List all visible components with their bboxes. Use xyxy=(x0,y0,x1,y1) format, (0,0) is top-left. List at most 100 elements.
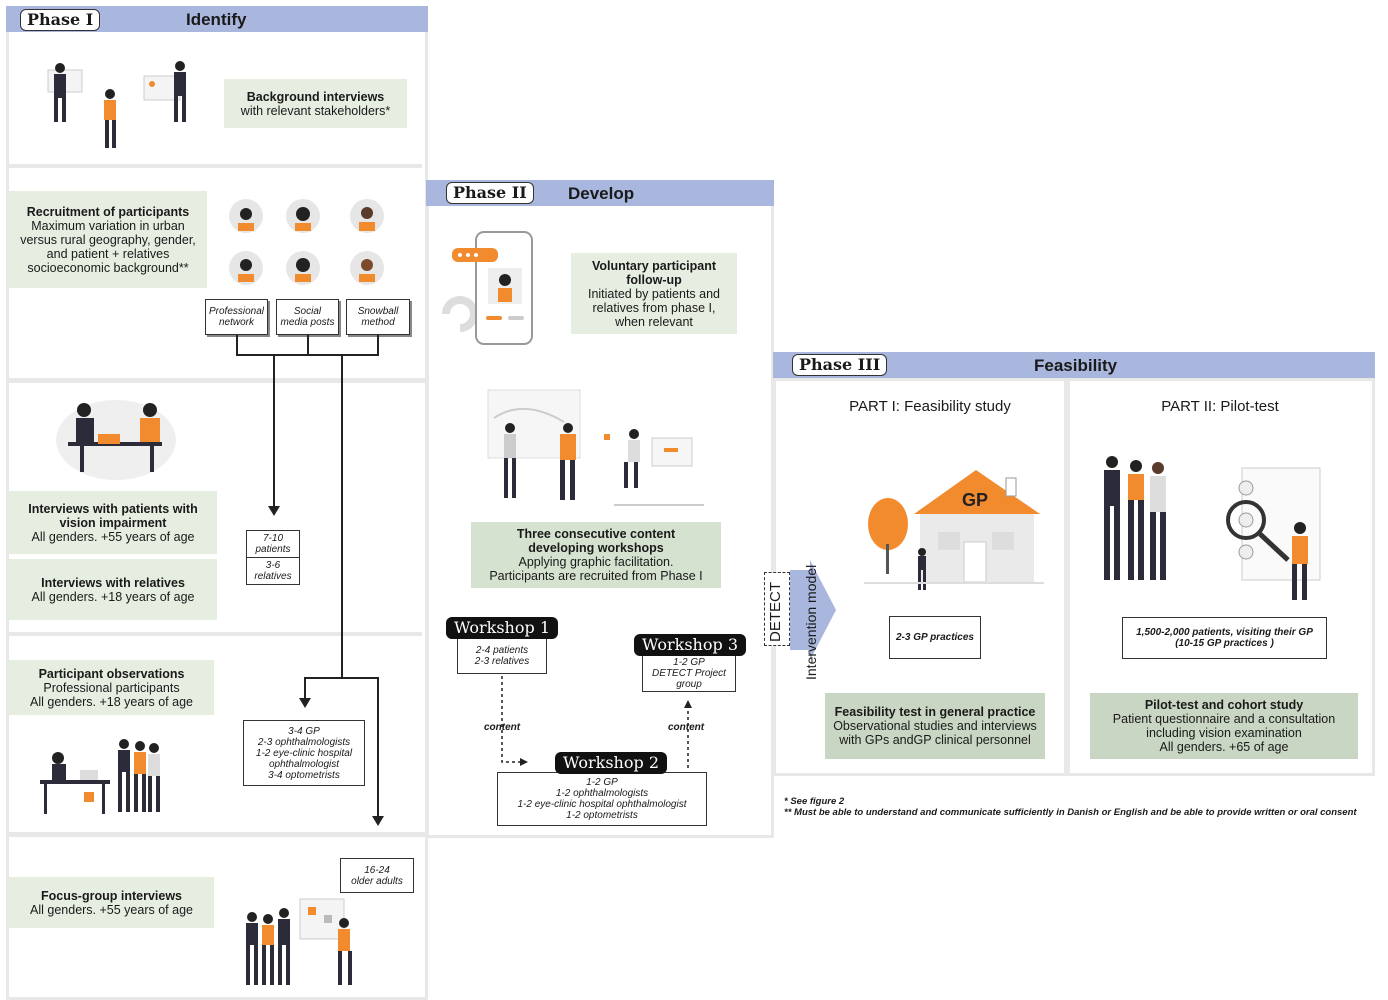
background-interviews-text: with relevant stakeholders* xyxy=(240,103,391,118)
background-interviews-box: Background interviews with relevant stak… xyxy=(224,79,407,128)
workshop2-line: 1-2 GP xyxy=(586,777,618,788)
observations-box: Participant observations Professional pa… xyxy=(9,660,214,715)
divider xyxy=(8,164,422,168)
followup-text: Initiated by patients and relatives from… xyxy=(587,286,721,329)
count-line: older adults xyxy=(351,875,403,887)
phase1-badge: Phase I xyxy=(20,9,101,31)
arrow-head xyxy=(372,816,384,826)
footnote-1: * See figure 2 xyxy=(784,796,845,807)
pilot-count-line: 1,500-2,000 patients, visiting their GP xyxy=(1136,627,1313,638)
count-patients-relatives: 7-10 patients 3-6 relatives xyxy=(246,530,300,585)
workshop2-label: Workshop 2 xyxy=(555,752,667,774)
count-line: relatives xyxy=(254,571,292,582)
workshop2-line: 1-2 ophthalmologists xyxy=(555,788,649,799)
workshop1-line: 2-4 patients xyxy=(475,645,529,656)
workshop3-line: DETECT Project xyxy=(652,667,726,679)
channel-professional-network: Professional network xyxy=(205,299,268,335)
interviews-patients-text: All genders. +55 years of age xyxy=(31,529,195,544)
workshop3-label: Workshop 3 xyxy=(634,634,746,656)
count-divider xyxy=(247,557,299,558)
pilot-test-text: Patient questionnaire and a consultation xyxy=(1112,712,1336,726)
feasibility-test-title: Feasibility test in general practice xyxy=(834,705,1036,719)
connector-line xyxy=(304,677,378,679)
pilot-count-line: (10-15 GP practices ) xyxy=(1175,638,1274,649)
pilot-illustration xyxy=(1104,456,1321,600)
count-line: 16-24 xyxy=(364,864,390,876)
count-line: 2-3 ophthalmologists xyxy=(257,736,351,748)
workshops-box: Three consecutive content developing wor… xyxy=(471,522,721,588)
phase1-title: Identify xyxy=(186,10,247,29)
interviews-patients-title: Interviews with patients with vision imp… xyxy=(28,501,198,530)
interviews-relatives-text: All genders. +18 years of age xyxy=(31,589,195,604)
count-line: 3-6 xyxy=(265,560,281,571)
gp-practices-text: 2-3 GP practices xyxy=(895,632,974,643)
gp-house-label: GP xyxy=(962,490,989,510)
channel-line: Professional xyxy=(208,306,265,317)
count-line: patients xyxy=(255,544,291,555)
interviews-relatives-box: Interviews with relatives All genders. +… xyxy=(9,559,217,620)
followup-box: Voluntary participant follow-up Initiate… xyxy=(571,253,737,334)
phase3-title: Feasibility xyxy=(1034,356,1118,375)
count-line: 7-10 xyxy=(262,533,283,544)
part2-title: PART II: Pilot-test xyxy=(1161,398,1279,415)
pilot-test-text: including vision examination xyxy=(1146,726,1302,740)
workshop3-line: group xyxy=(676,678,702,690)
workshop2-line: 1-2 eye-clinic hospital ophthalmologist xyxy=(517,799,687,810)
detect-label-box xyxy=(764,572,790,646)
pilot-test-title: Pilot-test and cohort study xyxy=(1144,698,1304,712)
workshop-flow-arrows xyxy=(501,676,692,768)
focus-group-illustration xyxy=(246,898,352,985)
avatar-faces xyxy=(238,207,375,282)
connector-line xyxy=(377,677,379,818)
feasibility-test-text: Observational studies and interviews wit… xyxy=(833,719,1037,747)
workshops-title: Three consecutive content xyxy=(516,527,676,541)
followup-title: Voluntary participant xyxy=(591,258,717,273)
detect-label: DETECT xyxy=(767,582,784,642)
phase3-badge: Phase III xyxy=(792,354,888,376)
divider xyxy=(8,832,772,837)
observation-illustration xyxy=(40,739,160,814)
channel-line: Snowball xyxy=(357,306,399,317)
count-older-adults: 16-24 older adults xyxy=(340,858,414,893)
recruitment-text: Maximum variation in urban versus rural … xyxy=(20,218,196,275)
workshop1-box: 2-4 patients 2-3 relatives xyxy=(457,638,547,674)
channel-snowball: Snowball method xyxy=(346,299,410,335)
count-professionals: 3-4 GP 2-3 ophthalmologists 1-2 eye-clin… xyxy=(243,720,365,786)
part1-title: PART I: Feasibility study xyxy=(849,398,1011,415)
phone-illustration xyxy=(442,231,533,345)
stakeholders-illustration xyxy=(47,61,186,148)
divider xyxy=(8,632,422,636)
workshop2-box: 1-2 GP 1-2 ophthalmologists 1-2 eye-clin… xyxy=(497,772,707,826)
phase2-badge: Phase II xyxy=(446,182,534,204)
count-line: 3-4 optometrists xyxy=(268,769,340,781)
divider xyxy=(8,378,768,383)
count-line: 3-4 GP xyxy=(288,725,320,737)
pilot-count-box: 1,500-2,000 patients, visiting their GP … xyxy=(1122,617,1327,659)
background-interviews-title: Background interviews xyxy=(246,89,385,104)
count-line: ophthalmologist xyxy=(268,758,340,770)
workshop-illustration xyxy=(487,389,704,506)
arrow-head xyxy=(299,698,311,708)
channel-line: method xyxy=(361,317,395,328)
channel-line: network xyxy=(218,317,254,328)
count-line: 1-2 eye-clinic hospital xyxy=(255,747,353,759)
workshops-title: developing workshops xyxy=(528,541,664,555)
channel-social-media: Social media posts xyxy=(276,299,339,335)
feasibility-test-box: Feasibility test in general practice Obs… xyxy=(825,693,1045,759)
connector-line xyxy=(236,335,238,355)
content-label-left: content xyxy=(484,722,521,733)
pilot-test-box: Pilot-test and cohort study Patient ques… xyxy=(1090,693,1358,759)
gp-house-illustration xyxy=(864,470,1044,590)
followup-title: follow-up xyxy=(626,272,682,287)
workshop3-box: 1-2 GP DETECT Project group xyxy=(642,654,736,692)
workshop1-label: Workshop 1 xyxy=(446,617,558,639)
interviews-patients-box: Interviews with patients with vision imp… xyxy=(9,491,217,554)
focus-group-text: All genders. +55 years of age xyxy=(30,902,193,917)
phase2-title: Develop xyxy=(568,184,635,203)
recruitment-box: Recruitment of participants Maximum vari… xyxy=(9,191,207,288)
workshop1-line: 2-3 relatives xyxy=(474,656,530,667)
connector-line xyxy=(377,335,379,355)
recruitment-title: Recruitment of participants xyxy=(26,204,190,219)
workshops-text: Participants are recruited from Phase I xyxy=(489,569,703,583)
connector-line xyxy=(341,354,343,678)
